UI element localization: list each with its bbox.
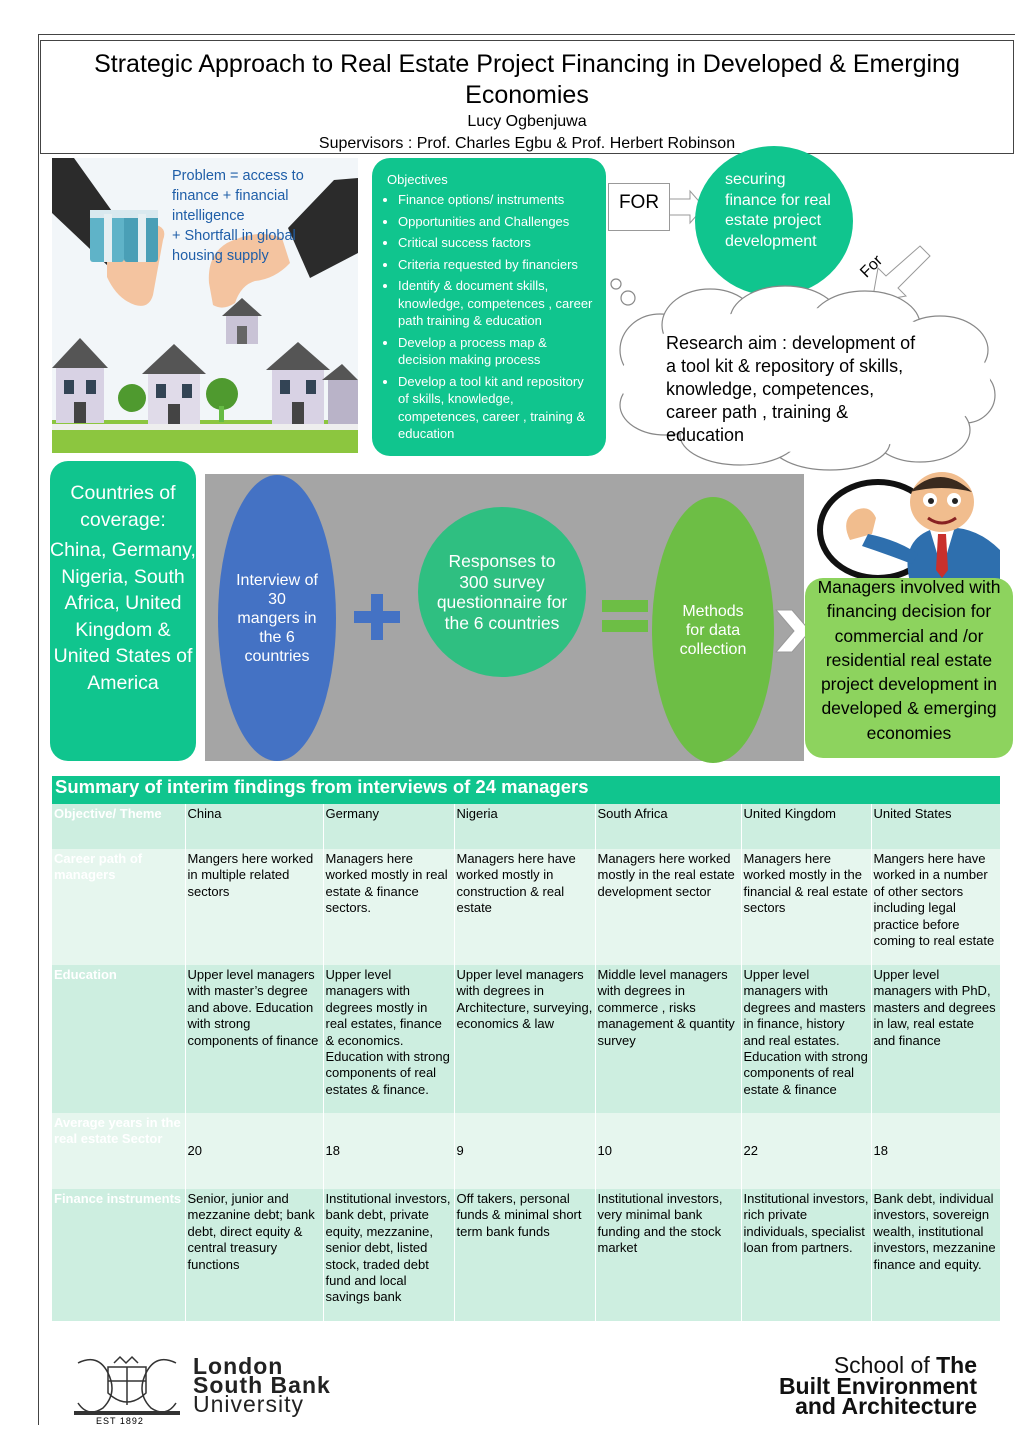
cartoon-manager-icon <box>817 472 1000 582</box>
objectives-box: Objectives Finance options/ instruments … <box>372 158 606 456</box>
objective-item: Opportunities and Challenges <box>398 213 596 231</box>
table-cell: Upper level managers with master’s degre… <box>185 965 324 1113</box>
plus-icon <box>354 594 400 640</box>
supervisors: Supervisors : Prof. Charles Egbu & Prof.… <box>318 135 736 152</box>
equals-icon <box>602 600 648 632</box>
table-cell: Off takers, personal funds & minimal sho… <box>454 1189 596 1321</box>
problem-statement: Problem = access to finance + financial … <box>172 166 322 266</box>
table-cell: Upper level managers with PhD, masters a… <box>871 965 1001 1113</box>
table-cell: Institutional investors, very minimal ba… <box>595 1189 742 1321</box>
school-the: The <box>936 1352 977 1378</box>
responses-text: Responses to 300 survey questionnaire fo… <box>436 551 568 633</box>
securing-finance-circle: securing finance for real estate project… <box>695 146 853 296</box>
school-prefix: School of <box>833 1352 937 1378</box>
objectives-list: Finance options/ instruments Opportuniti… <box>372 191 606 443</box>
table-cell: 18 <box>323 1113 455 1189</box>
table-header-cell: China <box>185 804 324 849</box>
table-cell: Upper level managers with degrees mostly… <box>323 965 455 1113</box>
methods-text: Methods for data collection <box>679 602 747 658</box>
table-cell: Bank debt, individual investors, soverei… <box>871 1189 1001 1321</box>
interview-text: Interview of 30 mangers in the 6 countri… <box>236 571 318 665</box>
problem-line-1: Problem = access to finance + financial … <box>172 168 304 224</box>
row-header: Education <box>52 965 186 1113</box>
table-cell: Upper level managers with degrees and ma… <box>741 965 872 1113</box>
table-header-cell: United Kingdom <box>741 804 872 849</box>
row-header: Finance instruments <box>52 1189 186 1321</box>
table-row: Average years in the real estate Sector … <box>52 1113 1001 1189</box>
thought-cloud-icon <box>610 278 996 471</box>
objective-item: Identify & document skills, knowledge, c… <box>398 277 596 330</box>
objective-item: Develop a process map & decision making … <box>398 334 596 369</box>
table-header-cell: Germany <box>323 804 455 849</box>
research-aim: Research aim : development of a tool kit… <box>666 333 916 445</box>
chevron-right-icon <box>774 609 811 653</box>
table-cell: Upper level managers with degrees in Arc… <box>454 965 596 1113</box>
table-cell: Mangers here worked in multiple related … <box>185 849 324 965</box>
securing-finance-text: securing finance for real estate project… <box>725 171 831 250</box>
table-cell: Institutional investors, bank debt, priv… <box>323 1189 455 1321</box>
table-cell: 20 <box>185 1113 324 1189</box>
school-line-3: and Architecture <box>795 1393 977 1419</box>
table-cell: Mangers here have worked in a number of … <box>871 849 1001 965</box>
hands-money-house-icon <box>52 158 358 453</box>
table-cell: Senior, junior and mezzanine debt; bank … <box>185 1189 324 1321</box>
poster-header: Strategic Approach to Real Estate Projec… <box>40 40 1014 154</box>
school-line-2: Built Environment <box>778 1372 977 1399</box>
table-cell: Managers here have worked mostly in cons… <box>454 849 596 965</box>
table-cell: Managers here worked mostly in real esta… <box>323 849 455 965</box>
lsbu-line-1: London <box>193 1353 284 1379</box>
table-header-cell: United States <box>871 804 1001 849</box>
poster-frame <box>38 34 1015 1425</box>
table-cell: 22 <box>741 1113 872 1189</box>
lsbu-logo-text: London South Bank University <box>193 1353 331 1417</box>
countries-list: China, Germany, Nigeria, South Africa, U… <box>50 539 196 694</box>
interview-oval: Interview of 30 mangers in the 6 countri… <box>218 475 336 761</box>
table-cell: 18 <box>871 1113 1001 1189</box>
row-header: Career path of managers <box>52 849 186 965</box>
lsbu-line-2: South Bank <box>193 1372 331 1398</box>
problem-line-2: + Shortfall in global housing supply <box>172 228 296 264</box>
objective-item: Criteria requested by financiers <box>398 256 596 274</box>
table-cell: Managers here worked mostly in the finan… <box>741 849 872 965</box>
university-crest-icon <box>74 1355 180 1415</box>
table-cell: 10 <box>595 1113 742 1189</box>
objective-item: Critical success factors <box>398 234 596 252</box>
managers-text: Managers involved with financing decisio… <box>817 578 1001 743</box>
table-cell: 9 <box>454 1113 596 1189</box>
objectives-heading: Objectives <box>387 172 448 187</box>
school-logo-text: School of The Built Environment and Arch… <box>665 1352 977 1419</box>
for-label-box: FOR <box>608 183 670 231</box>
est-year: EST 1892 <box>96 1416 144 1426</box>
table-caption: Summary of interim findings from intervi… <box>52 776 1001 804</box>
author-name: Lucy Ogbenjuwa <box>467 113 587 130</box>
table-row: Career path of managers Mangers here wor… <box>52 849 1001 965</box>
lsbu-line-3: University <box>193 1391 304 1417</box>
row-header: Average years in the real estate Sector <box>52 1113 186 1189</box>
table-cell: Institutional investors, rich private in… <box>741 1189 872 1321</box>
table-row: Finance instruments Senior, junior and m… <box>52 1189 1001 1321</box>
poster-title: Strategic Approach to Real Estate Projec… <box>94 50 960 109</box>
countries-heading: Countries of coverage: <box>70 482 176 531</box>
objective-item: Develop a tool kit and repository of ski… <box>398 373 596 443</box>
table-header-cell: South Africa <box>595 804 742 849</box>
table-cell: Middle level managers with degrees in co… <box>595 965 742 1113</box>
managers-box: Managers involved with financing decisio… <box>805 578 1013 758</box>
responses-oval: Responses to 300 survey questionnaire fo… <box>418 507 586 677</box>
objective-item: Finance options/ instruments <box>398 191 596 209</box>
methods-oval: Methods for data collection <box>652 497 774 763</box>
problem-illustration <box>52 158 358 453</box>
table-row: Education Upper level managers with mast… <box>52 965 1001 1113</box>
table-header-cell: Objective/ Theme <box>52 804 186 849</box>
countries-box: Countries of coverage: China, Germany, N… <box>50 461 196 761</box>
table-header-cell: Nigeria <box>454 804 596 849</box>
table-cell: Managers here worked mostly in the real … <box>595 849 742 965</box>
findings-table: Summary of interim findings from intervi… <box>52 776 1001 1321</box>
